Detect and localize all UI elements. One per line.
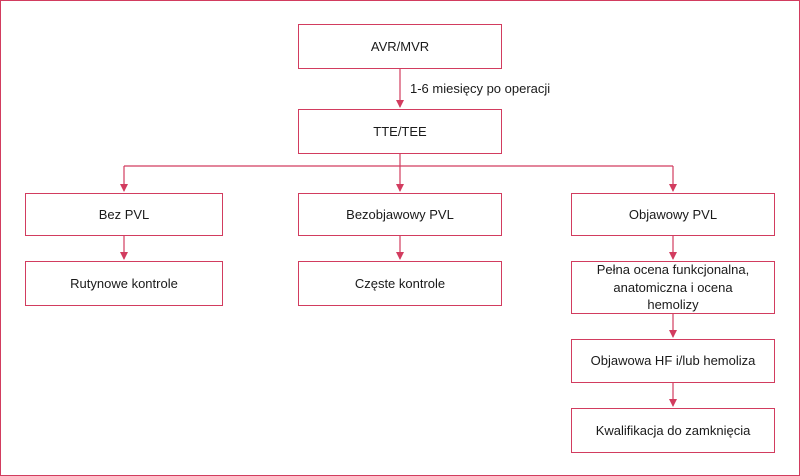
node-routine-checks: Rutynowe kontrole xyxy=(25,261,223,306)
node-symptomatic-pvl: Objawowy PVL xyxy=(571,193,775,236)
node-closure-qualification: Kwalifikacja do zamknięcia xyxy=(571,408,775,453)
node-no-pvl: Bez PVL xyxy=(25,193,223,236)
node-symptomatic-hf: Objawowa HF i/lub hemoliza xyxy=(571,339,775,383)
node-full-assessment: Pełna ocena funkcjonalna, anatomiczna i … xyxy=(571,261,775,314)
edge-label-months-after-surgery: 1-6 miesięcy po operacji xyxy=(410,81,551,96)
node-root: AVR/MVR xyxy=(298,24,502,69)
node-imaging: TTE/TEE xyxy=(298,109,502,154)
node-asymptomatic-pvl: Bezobjawowy PVL xyxy=(298,193,502,236)
node-frequent-checks: Częste kontrole xyxy=(298,261,502,306)
